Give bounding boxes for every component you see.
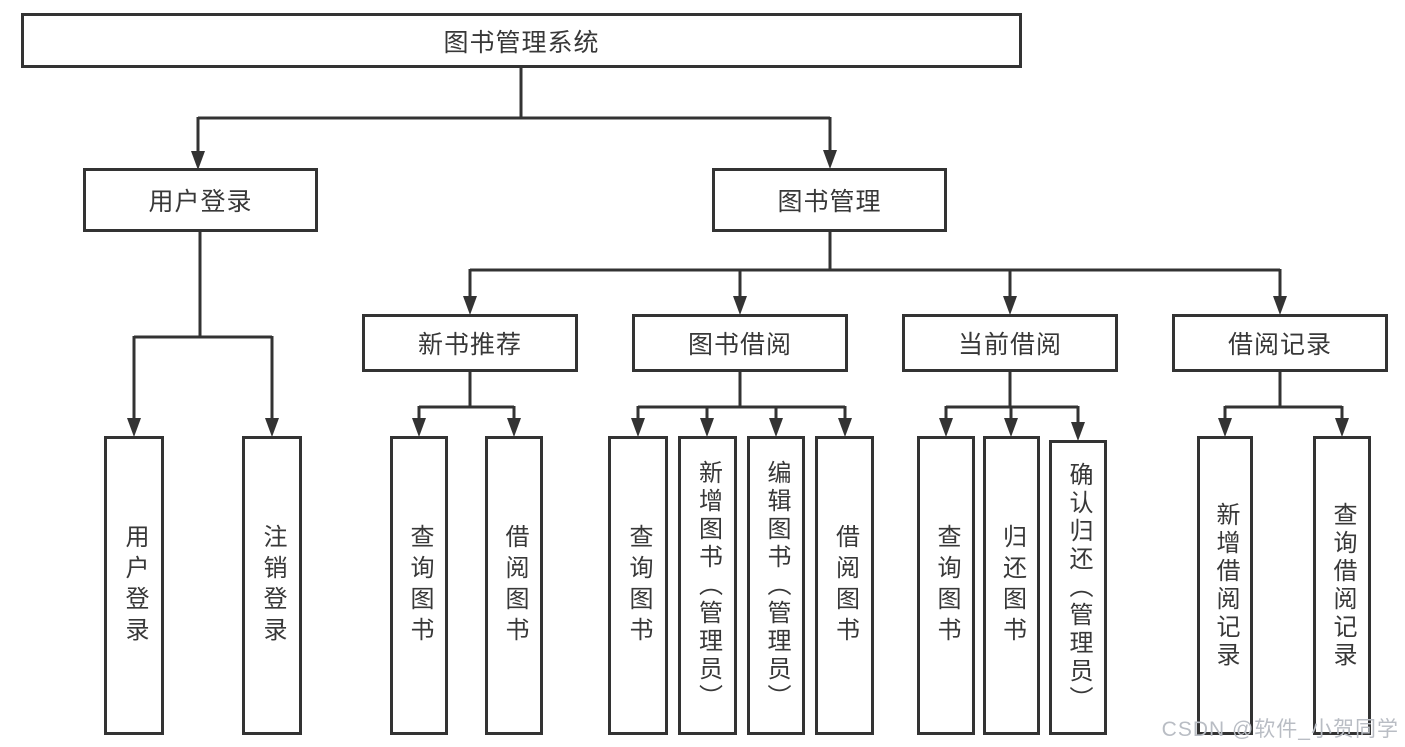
leaf-label: 借阅图书 — [501, 523, 528, 648]
leaf-borrow-query-books: 查询图书 — [608, 436, 668, 735]
node-current-borrow: 当前借阅 — [902, 314, 1118, 372]
node-label: 用户登录 — [148, 188, 253, 216]
leaf-newbook-query-books: 查询图书 — [390, 436, 448, 735]
leaf-borrow-borrow-books: 借阅图书 — [815, 436, 874, 735]
leaf-logout: 注销登录 — [242, 436, 302, 735]
node-library-management-system: 图书管理系统 — [21, 13, 1022, 68]
leaf-current-return-books: 归还图书 — [983, 436, 1040, 735]
node-label: 当前借阅 — [957, 331, 1062, 359]
leaf-borrow-edit-books-admin: 编辑图书（管理员） — [747, 436, 805, 735]
watermark: CSDN @软件_小贺同学 — [1161, 718, 1399, 741]
leaf-label: 查询图书 — [625, 523, 652, 648]
leaf-label: 查询图书 — [933, 523, 960, 648]
leaf-records-query-record: 查询借阅记录 — [1313, 436, 1371, 735]
node-user-login: 用户登录 — [83, 168, 318, 232]
leaf-label: 借阅图书 — [831, 523, 859, 648]
node-book-management: 图书管理 — [712, 168, 947, 232]
node-new-book-recommend: 新书推荐 — [362, 314, 578, 372]
node-label: 图书管理 — [777, 188, 882, 216]
leaf-user-login: 用户登录 — [104, 436, 164, 735]
leaf-current-query-books: 查询图书 — [917, 436, 975, 735]
leaf-label: 查询图书 — [406, 523, 433, 648]
leaf-label: 归还图书 — [998, 523, 1026, 648]
node-label: 图书管理系统 — [443, 28, 600, 57]
node-book-borrow: 图书借阅 — [632, 314, 848, 372]
node-label: 图书借阅 — [687, 331, 792, 359]
leaf-records-add-record: 新增借阅记录 — [1197, 436, 1253, 735]
leaf-label: 确认归还（管理员） — [1065, 461, 1092, 714]
leaf-label: 新增借阅记录 — [1212, 501, 1239, 670]
node-label: 借阅记录 — [1227, 331, 1332, 359]
node-label: 新书推荐 — [417, 331, 522, 359]
leaf-label: 编辑图书（管理员） — [763, 459, 790, 712]
leaf-label: 新增图书（管理员） — [694, 459, 722, 712]
leaf-label: 用户登录 — [121, 523, 148, 648]
leaf-current-confirm-return-admin: 确认归还（管理员） — [1049, 440, 1107, 735]
leaf-label: 注销登录 — [259, 523, 286, 648]
node-borrow-records: 借阅记录 — [1172, 314, 1388, 372]
leaf-borrow-add-books-admin: 新增图书（管理员） — [678, 436, 737, 735]
leaf-label: 查询借阅记录 — [1329, 501, 1356, 670]
leaf-newbook-borrow-books: 借阅图书 — [485, 436, 543, 735]
